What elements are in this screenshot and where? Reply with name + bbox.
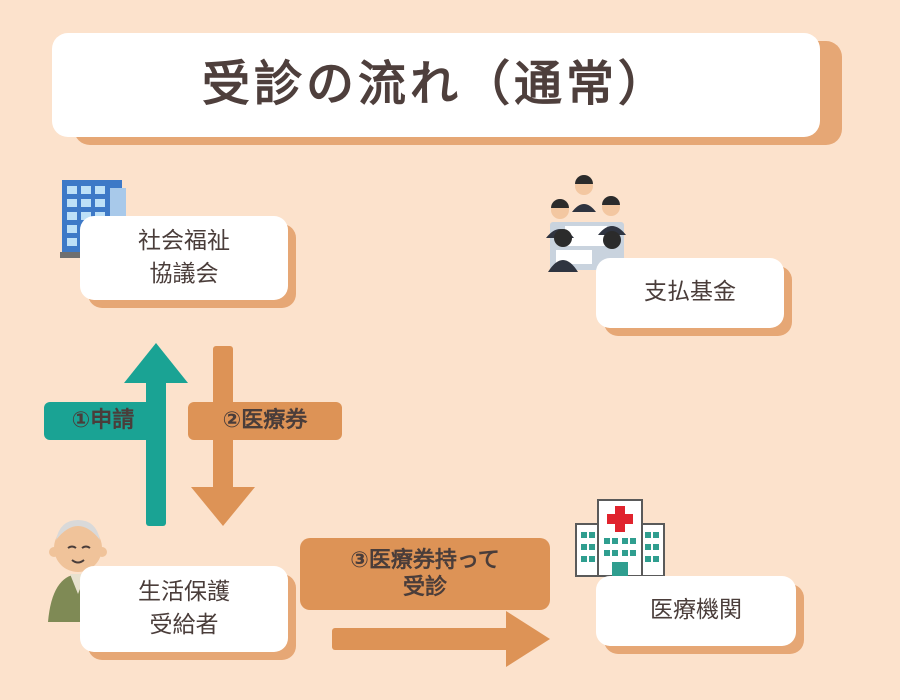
node-social-welfare-council: 社会福祉 協議会 (80, 216, 288, 300)
title-card: 受診の流れ（通常） (52, 33, 820, 137)
node-label-fund: 支払基金 (644, 279, 736, 306)
step-2-text: ②医療券 (222, 408, 308, 434)
step-label-application: ①申請 (44, 402, 162, 440)
node-label-hospital: 医療機関 (650, 597, 742, 624)
arrow-right-visit (332, 611, 550, 667)
step-1-text: ①申請 (71, 408, 135, 434)
step-3-text: ③医療券持って 受診 (350, 547, 500, 601)
page-title: 受診の流れ（通常） (201, 56, 670, 113)
step-label-medical-ticket: ②医療券 (188, 402, 342, 440)
node-label-council: 社会福祉 協議会 (138, 227, 230, 287)
node-payment-fund: 支払基金 (596, 258, 784, 328)
node-welfare-recipient: 生活保護 受給者 (80, 566, 288, 652)
node-medical-institution: 医療機関 (596, 576, 796, 646)
step-label-visit: ③医療券持って 受診 (300, 538, 550, 610)
hospital-icon (575, 499, 665, 577)
node-label-recipient: 生活保護 受給者 (138, 578, 230, 638)
